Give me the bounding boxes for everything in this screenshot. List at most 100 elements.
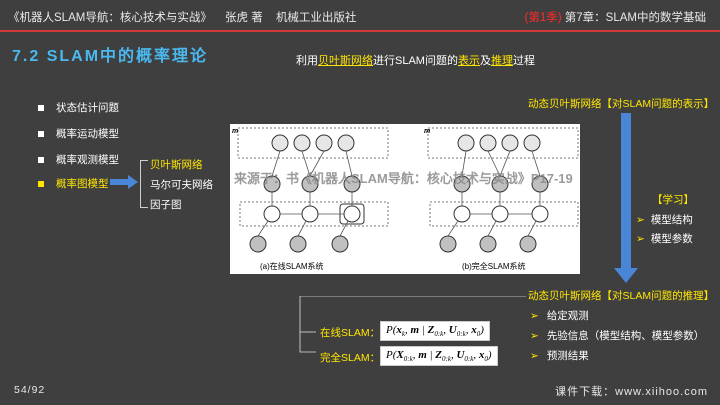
dbn-figure: m (a)在线SLA bbox=[230, 124, 580, 274]
landmark-node bbox=[293, 134, 311, 152]
bullet-graphical-model: 概率图模型 bbox=[38, 176, 109, 191]
subtitle-part: 利用 bbox=[296, 55, 318, 67]
full-slam-label: 完全SLAM： bbox=[320, 352, 381, 364]
pose-box bbox=[429, 201, 579, 227]
check-arrow-icon: ➢ bbox=[530, 350, 539, 362]
online-slam-label: 在线SLAM： bbox=[320, 327, 381, 339]
control-nodes bbox=[249, 235, 349, 253]
book-author: 张虎 著 bbox=[225, 12, 263, 24]
landmark-node bbox=[457, 134, 475, 152]
bracket-divider bbox=[140, 160, 148, 208]
pose-node bbox=[491, 205, 509, 223]
check-arrow-icon: ➢ bbox=[530, 330, 539, 342]
check-arrow-icon: ➢ bbox=[636, 214, 645, 226]
pose-box bbox=[239, 201, 389, 227]
slide-subtitle: 利用贝叶斯网络进行SLAM问题的表示及推理过程 bbox=[296, 52, 535, 68]
bullet-motion-model: 概率运动模型 bbox=[38, 126, 119, 141]
bullet-observation-model: 概率观测模型 bbox=[38, 152, 119, 167]
landmark-node bbox=[501, 134, 519, 152]
subtitle-part: 进行SLAM问题的 bbox=[373, 55, 458, 67]
map-box bbox=[237, 127, 389, 159]
check-arrow-icon: ➢ bbox=[636, 233, 645, 245]
inference-item-label: 给定观测 bbox=[546, 310, 589, 322]
down-arrow-icon bbox=[614, 113, 638, 283]
observation-nodes bbox=[263, 175, 361, 193]
download-link[interactable]: 课件下载：www.xiihoo.com bbox=[555, 386, 708, 398]
control-node bbox=[289, 235, 307, 253]
inference-item-label: 预测结果 bbox=[546, 350, 589, 362]
check-arrow-icon: ➢ bbox=[530, 310, 539, 322]
full-slam-formula: P(X0:k, m | Z0:k, U0:k, x0) bbox=[380, 346, 498, 367]
edges bbox=[447, 150, 541, 237]
inference-item-prediction: ➢ 预测结果 bbox=[530, 348, 589, 363]
observation-nodes bbox=[453, 175, 549, 193]
learn-item-label: 模型结构 bbox=[650, 214, 693, 226]
bullet-square-icon bbox=[38, 104, 44, 111]
subtitle-part: 及 bbox=[479, 55, 491, 67]
learn-item-structure: ➢ 模型结构 bbox=[636, 212, 693, 227]
control-node bbox=[439, 235, 457, 253]
landmark-node bbox=[315, 134, 333, 152]
header-divider bbox=[0, 30, 720, 32]
online-slam-formula: P(xk, m | Z0:k, U0:k, x0) bbox=[380, 321, 490, 342]
inference-item-observation: ➢ 给定观测 bbox=[530, 308, 589, 323]
header-book-info: 《机器人SLAM导航：核心技术与实战》 张虎 著 机械工业出版社 bbox=[8, 9, 366, 25]
dbn-inference-label: 动态贝叶斯网络【对SLAM问题的推理】 bbox=[528, 290, 715, 302]
right-arrow-icon bbox=[110, 175, 138, 189]
learn-item-parameters: ➢ 模型参数 bbox=[636, 231, 693, 246]
chapter-label: 第7章：SLAM中的数学基础 bbox=[564, 12, 706, 24]
control-node bbox=[519, 235, 537, 253]
subtitle-keyword-inference: 推理 bbox=[490, 55, 513, 67]
header-chapter-info: (第1季) 第7章：SLAM中的数学基础 bbox=[525, 9, 706, 25]
bullet-state-estimation: 状态估计问题 bbox=[38, 100, 119, 115]
bullet-square-icon bbox=[38, 130, 44, 137]
landmark-nodes bbox=[271, 134, 355, 152]
dbn-diagram: m (a)在线SLA bbox=[232, 127, 579, 271]
landmark-node bbox=[337, 134, 355, 152]
pose-nodes bbox=[453, 205, 549, 223]
control-node bbox=[331, 235, 349, 253]
slide-title: 7.2 SLAM中的概率理论 bbox=[12, 48, 209, 65]
landmark-node bbox=[523, 134, 541, 152]
graph-model-markov: 马尔可夫网络 bbox=[150, 179, 213, 191]
subtitle-keyword-representation: 表示 bbox=[457, 55, 480, 67]
pose-node bbox=[453, 205, 471, 223]
bullet-square-icon bbox=[38, 180, 44, 187]
source-watermark: 来源于：书《机器人SLAM导航：核心技术与实战》P17-19 bbox=[234, 171, 573, 186]
edges bbox=[257, 150, 353, 237]
connector-lines bbox=[299, 296, 526, 353]
bullet-square-icon bbox=[38, 156, 44, 163]
bullet-label: 概率观测模型 bbox=[56, 154, 119, 166]
map-label: m bbox=[232, 128, 238, 135]
book-publisher: 机械工业出版社 bbox=[275, 12, 357, 24]
pose-nodes bbox=[263, 205, 361, 223]
graph-model-bayes: 贝叶斯网络 bbox=[150, 159, 203, 171]
learn-item-label: 模型参数 bbox=[650, 233, 693, 245]
caption-full: (b)完全SLAM系统 bbox=[462, 261, 526, 271]
pose-node bbox=[531, 205, 549, 223]
bullet-label: 概率运动模型 bbox=[56, 128, 119, 140]
caption-online: (a)在线SLAM系统 bbox=[260, 261, 324, 271]
graph-model-factor: 因子图 bbox=[150, 199, 182, 211]
bullet-label: 状态估计问题 bbox=[56, 102, 119, 114]
inference-item-label: 先验信息（模型结构、模型参数） bbox=[546, 330, 705, 342]
page-number: 54/92 bbox=[14, 384, 46, 396]
landmark-node bbox=[479, 134, 497, 152]
edition-label: (第1季) bbox=[524, 12, 562, 24]
pose-node bbox=[263, 205, 281, 223]
subtitle-part: 过程 bbox=[512, 55, 535, 67]
map-label: m bbox=[424, 128, 430, 135]
bullet-label: 概率图模型 bbox=[56, 178, 109, 190]
landmark-node bbox=[271, 134, 289, 152]
pose-node bbox=[343, 205, 361, 223]
landmark-nodes bbox=[457, 134, 541, 152]
pose-node bbox=[301, 205, 319, 223]
map-box bbox=[427, 127, 579, 159]
control-node bbox=[479, 235, 497, 253]
book-title: 《机器人SLAM导航：核心技术与实战》 bbox=[8, 12, 212, 24]
inference-item-prior: ➢ 先验信息（模型结构、模型参数） bbox=[530, 328, 704, 343]
control-nodes bbox=[439, 235, 537, 253]
control-node bbox=[249, 235, 267, 253]
learning-title: 【学习】 bbox=[652, 194, 694, 206]
subtitle-keyword-bayes: 贝叶斯网络 bbox=[318, 55, 373, 67]
